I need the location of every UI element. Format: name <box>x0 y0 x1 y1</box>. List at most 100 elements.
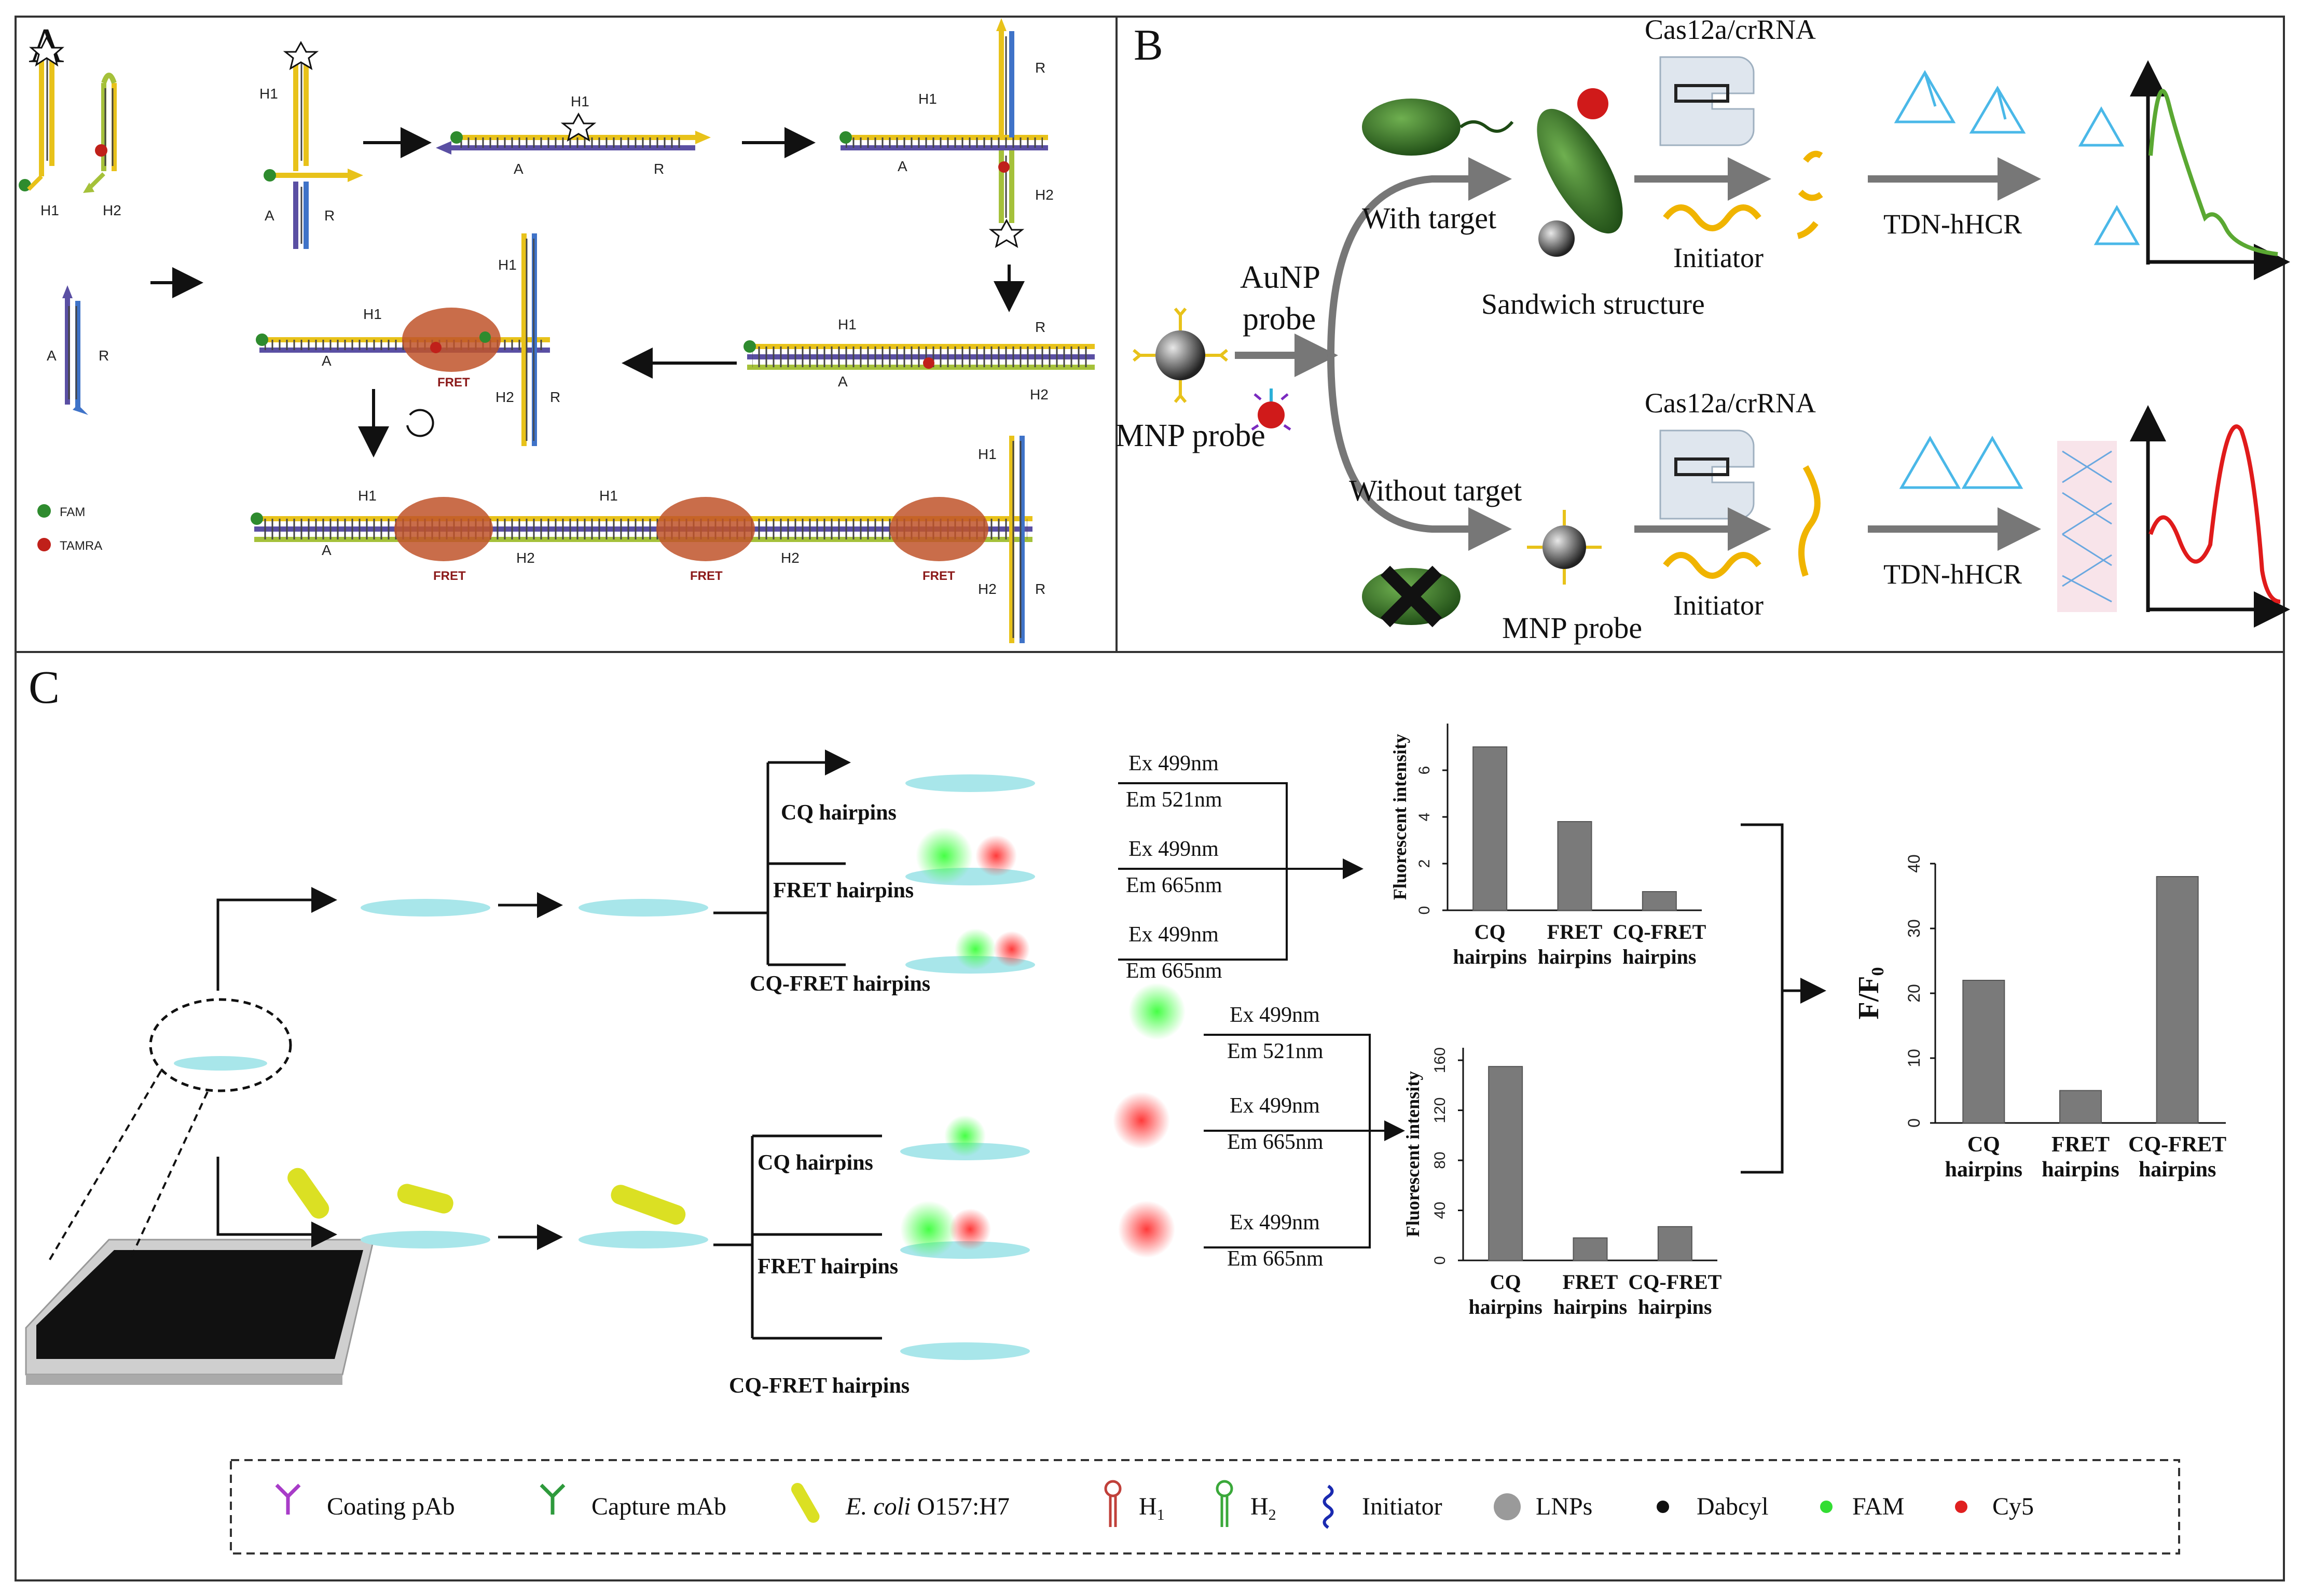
svg-text:H1: H1 <box>838 316 857 332</box>
aunp-probe-icon <box>1251 388 1291 431</box>
svg-text:R: R <box>324 207 335 224</box>
bottom-row-2-ex: Ex 499nm <box>1230 1094 1320 1118</box>
y-axis-label: F/F0 <box>1853 967 1888 1020</box>
svg-text:FRET: FRET <box>690 569 723 583</box>
cy5-icon <box>1955 1501 1967 1513</box>
x-tick-label: CQ-FRET <box>1613 920 1706 943</box>
bar <box>1557 821 1592 911</box>
h2-label: H2 <box>103 202 121 218</box>
svg-text:H2: H2 <box>1030 386 1049 403</box>
bottom-row-3-hairpin: CQ-FRET hairpins <box>729 1374 910 1398</box>
svg-text:A: A <box>265 207 274 224</box>
bar <box>1488 1066 1523 1261</box>
a-step6: FRET FRET FRET H1 H1 H1 A H2 H2 H2 R <box>251 436 1045 643</box>
sandwich-structure-icon <box>1537 88 1623 257</box>
bottom-row-2-em: Em 665nm <box>1227 1130 1324 1154</box>
svg-text:A: A <box>322 542 332 558</box>
top-row-2-hairpin: FRET hairpins <box>773 879 914 903</box>
legend-cy5: Cy5 <box>1992 1493 2034 1520</box>
panel-b: B MNP probe AuNP probe With target Witho… <box>1115 14 2290 645</box>
chart-bottom-fluorescence: 04080120160CQhairpinsFREThairpinsCQ-FRET… <box>1402 1047 1722 1319</box>
top-row-1-em: Em 521nm <box>1126 788 1222 812</box>
signal-plot-bottom <box>2130 405 2290 628</box>
legend-capture: Capture mAb <box>591 1493 726 1520</box>
svg-text:R: R <box>550 389 560 405</box>
legend-initiator: Initiator <box>1362 1493 1442 1520</box>
cas-top-label: Cas12a/crRNA <box>1645 14 1816 45</box>
legend-dabcyl: Dabcyl <box>1697 1493 1769 1520</box>
svg-text:E. coli O157:H7: E. coli O157:H7 <box>845 1493 1010 1520</box>
y-tick-label: 0 <box>1905 1118 1923 1128</box>
bottom-row-1-hairpin: CQ hairpins <box>758 1151 873 1175</box>
mnp-probe-bottom-icon <box>1527 510 1602 585</box>
svg-text:FRET: FRET <box>437 376 470 390</box>
fret-ellipse <box>402 308 501 372</box>
bottom-row-3-ex: Ex 499nm <box>1230 1211 1320 1234</box>
panel-c-letter: C <box>29 662 60 713</box>
a-step3: H1 A R H2 <box>839 18 1054 248</box>
a-step5: FRET H1 H1 A H2 R <box>256 233 560 446</box>
initiator-top-label: Initiator <box>1673 242 1764 273</box>
svg-text:H1: H1 <box>363 306 382 322</box>
h1-label: H1 <box>40 202 59 218</box>
dabcyl-icon <box>1657 1501 1669 1513</box>
svg-text:H1: H1 <box>978 446 997 462</box>
top-row-1-ex: Ex 499nm <box>1128 752 1219 775</box>
legend-box: Coating pAb Capture mAb E. coli O157:H7 … <box>230 1459 2180 1555</box>
y-tick-label: 4 <box>1416 813 1433 822</box>
top-flow-arrow <box>216 887 337 991</box>
svg-text:A: A <box>514 161 524 177</box>
y-tick-label: 6 <box>1416 766 1433 775</box>
x-tick-label: hairpins <box>2139 1158 2216 1182</box>
top-row-3-em: Em 665nm <box>1126 959 1222 983</box>
bar <box>1472 746 1508 911</box>
hairpin-h1-monomer: H1 <box>19 35 65 218</box>
mnp-probe-bottom-label: MNP probe <box>1502 611 1642 645</box>
y-tick-label: 2 <box>1416 859 1433 868</box>
lnps-icon <box>1494 1493 1521 1520</box>
x-tick-label: FRET <box>1563 1270 1618 1294</box>
y-tick-label: 0 <box>1416 906 1433 915</box>
y-tick-label: 80 <box>1431 1151 1449 1169</box>
a-step4: H1 A R H2 <box>743 316 1095 403</box>
svg-text:FRET: FRET <box>922 569 955 583</box>
sandwich-label: Sandwich structure <box>1481 288 1705 321</box>
svg-text:H1: H1 <box>1139 1493 1165 1523</box>
chart-ratio: 010203040CQhairpinsFREThairpinsCQ-FRETha… <box>1853 854 2226 1182</box>
svg-text:H1: H1 <box>918 91 937 107</box>
bottom-row-2-hairpin: FRET hairpins <box>758 1255 898 1279</box>
bottom-row-1-ex: Ex 499nm <box>1230 1003 1320 1027</box>
x-tick-label: CQ-FRET <box>2128 1133 2226 1157</box>
h2-hairpin-icon <box>1216 1480 1233 1527</box>
bottom-flow-arrow <box>216 1157 337 1247</box>
bar <box>1573 1237 1608 1261</box>
top-row-3-ex: Ex 499nm <box>1128 923 1219 947</box>
mnp-probe-label: MNP probe <box>1115 418 1265 453</box>
top-row-1-hairpin: CQ hairpins <box>781 801 897 825</box>
x-tick-label: hairpins <box>1453 945 1527 968</box>
with-target-label: With target <box>1362 201 1496 235</box>
svg-text:H1: H1 <box>358 488 377 504</box>
x-tick-label: hairpins <box>1638 1295 1712 1319</box>
x-tick-label: hairpins <box>2042 1158 2119 1182</box>
tamra-legend-dot <box>37 538 51 551</box>
x-tick-label: hairpins <box>1553 1295 1627 1319</box>
intact-initiator-icon <box>1798 465 1821 577</box>
svg-text:H2: H2 <box>495 389 514 405</box>
x-tick-label: CQ-FRET <box>1628 1270 1721 1294</box>
x-tick-label: hairpins <box>1538 945 1612 968</box>
bar <box>2156 876 2199 1123</box>
svg-text:H2: H2 <box>1250 1493 1276 1523</box>
cas12a-icon-bottom <box>1659 429 1755 520</box>
bacterium-icon <box>1362 99 1514 156</box>
panel-c: C CQ hairpins FRET hairpins CQ-FRET hair… <box>25 662 2226 1555</box>
r-label: R <box>99 348 109 364</box>
bottom-row-3-em: Em 665nm <box>1227 1247 1324 1271</box>
x-tick-label: CQ <box>1490 1270 1521 1294</box>
initiator-bottom-label: Initiator <box>1673 590 1764 621</box>
h1-hairpin-icon <box>1104 1480 1122 1527</box>
zoom-circle <box>149 998 292 1092</box>
svg-text:H1: H1 <box>259 86 278 102</box>
x-tick-label: CQ <box>1967 1133 2000 1157</box>
a-step1: H1 A R <box>259 40 363 249</box>
